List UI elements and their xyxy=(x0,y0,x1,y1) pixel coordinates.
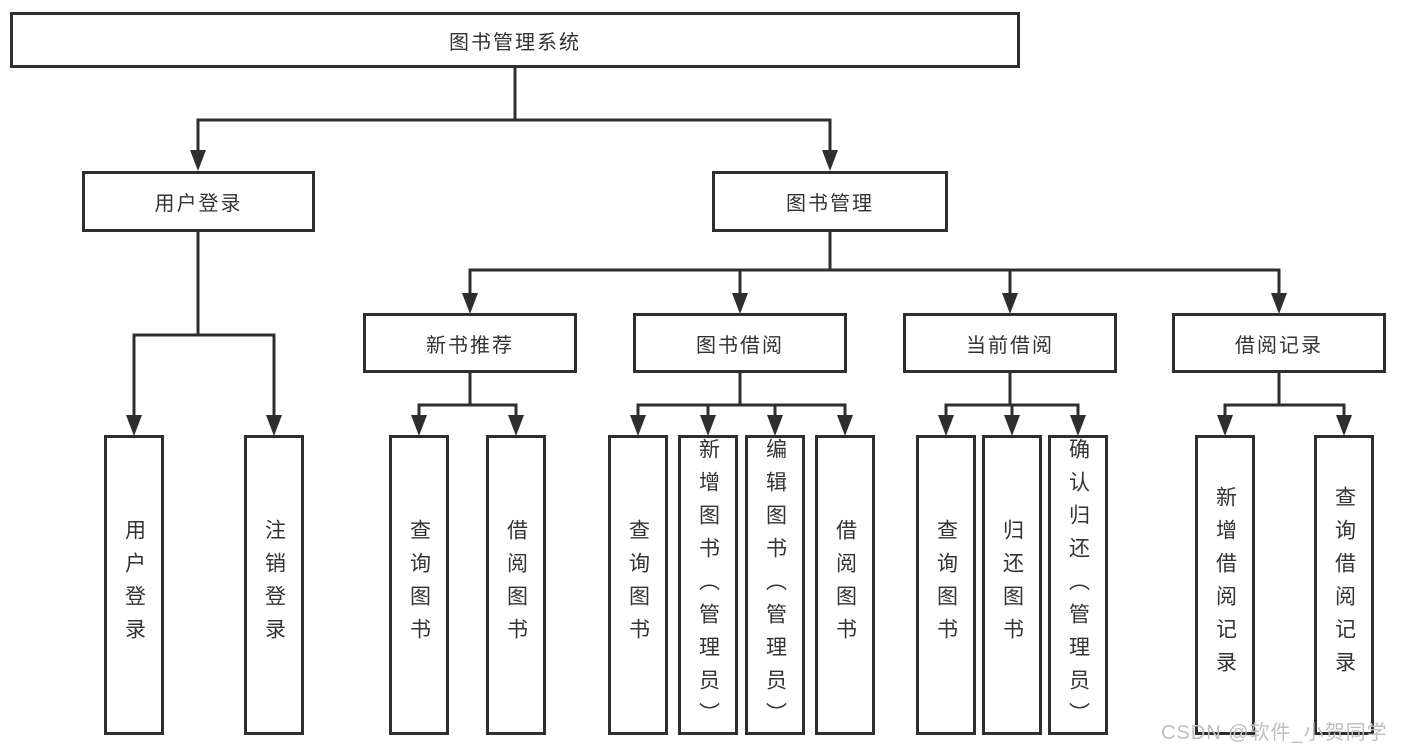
node-current-borrow: 当前借阅 xyxy=(903,313,1117,373)
leaf-add-book-admin: 新增图书（管理员） xyxy=(678,435,738,735)
leaf-edit-book-admin: 编辑图书（管理员） xyxy=(745,435,805,735)
leaf-query-books-current: 查询图书 xyxy=(916,435,976,735)
leaf-user-login: 用户登录 xyxy=(104,435,164,735)
leaf-return-books: 归还图书 xyxy=(982,435,1042,735)
node-user-login: 用户登录 xyxy=(82,171,315,232)
node-new-book-recommend: 新书推荐 xyxy=(363,313,577,373)
node-root: 图书管理系统 xyxy=(10,12,1020,68)
leaf-logout: 注销登录 xyxy=(244,435,304,735)
node-borrow-records: 借阅记录 xyxy=(1172,313,1386,373)
leaf-add-borrow-record: 新增借阅记录 xyxy=(1195,435,1255,735)
leaf-confirm-return-admin: 确认归还（管理员） xyxy=(1048,435,1108,735)
leaf-borrow-books: 借阅图书 xyxy=(815,435,875,735)
node-book-borrow: 图书借阅 xyxy=(633,313,847,373)
leaf-query-books-borrow: 查询图书 xyxy=(608,435,668,735)
node-book-management: 图书管理 xyxy=(712,171,948,232)
leaf-borrow-books-recommend: 借阅图书 xyxy=(486,435,546,735)
watermark: CSDN @软件_小贺同学 xyxy=(1161,722,1388,744)
leaf-query-books-recommend: 查询图书 xyxy=(389,435,449,735)
leaf-query-borrow-record: 查询借阅记录 xyxy=(1314,435,1374,735)
arrowheads xyxy=(126,150,1352,436)
